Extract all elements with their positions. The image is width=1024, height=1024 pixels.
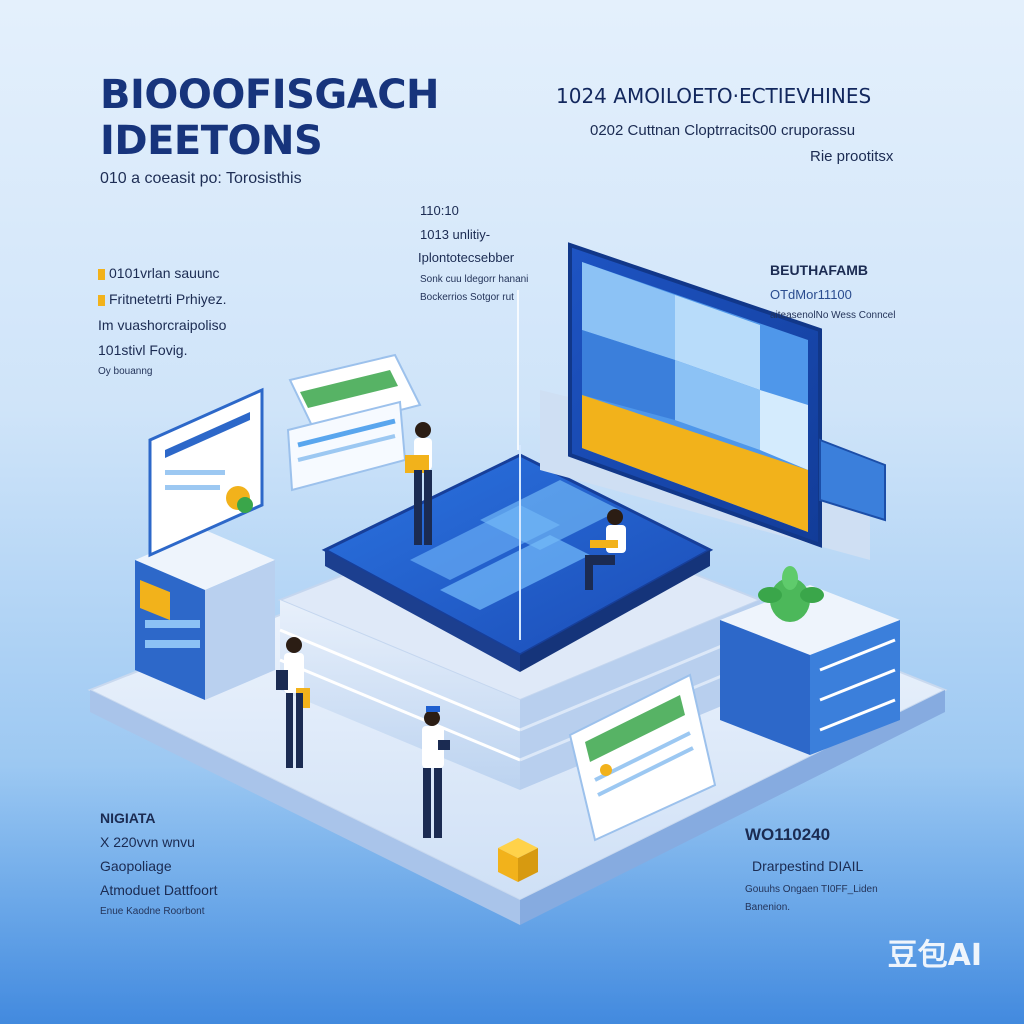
bottom-left-heading: NIGIATA bbox=[100, 810, 156, 826]
floor-document bbox=[568, 673, 717, 842]
bottom-left-line4: Enue Kaodne Roorbont bbox=[100, 906, 205, 917]
bullet-icon bbox=[98, 294, 105, 306]
person-figure bbox=[405, 422, 432, 545]
center-top-line3: Iplontotecsebber bbox=[418, 250, 515, 265]
right-server-rack bbox=[720, 585, 900, 755]
page-subtitle: 010 a coeasit po: Torosisthis bbox=[100, 170, 302, 187]
center-top-line2: 1013 unlitiy- bbox=[420, 227, 491, 242]
page-title: BIOOOFISGACH bbox=[100, 72, 440, 118]
bottom-right-line1: Drarpestind DIAIL bbox=[752, 858, 864, 874]
person-figure bbox=[422, 706, 450, 838]
right-mid-line2: aiteasenolNo Wess Conncel bbox=[770, 310, 896, 321]
plant-icon bbox=[758, 566, 824, 622]
left-mid-line2: Fritnetetrti Prhiyez. bbox=[98, 291, 226, 307]
large-monitor bbox=[540, 242, 886, 560]
left-mid-line1: 0101vrlan sauunc bbox=[98, 265, 220, 281]
person-figure bbox=[585, 509, 626, 590]
page-title-line2: IDEETONS bbox=[100, 118, 323, 164]
right-mid-heading: BEUTHAFAMB bbox=[770, 262, 868, 278]
watermark-logo: 豆包AI bbox=[887, 938, 982, 973]
left-mid-line3: Im vuashorcraipoliso bbox=[98, 317, 227, 333]
center-top-line1: 110:10 bbox=[420, 203, 459, 218]
center-top-line4: Sonk cuu ldegorr hanani bbox=[420, 274, 529, 285]
left-mid-line5: Oy bouanng bbox=[98, 366, 153, 377]
bottom-right-line3: Banenion. bbox=[745, 902, 791, 913]
bullet-icon bbox=[98, 268, 105, 280]
center-top-line5: Bockerrios Sotgor rut bbox=[420, 292, 514, 303]
bottom-left-line1: X 220vvn wnvu bbox=[100, 834, 195, 850]
chart-icon bbox=[286, 353, 422, 492]
bottom-left-line3: Atmoduet Dattfoort bbox=[100, 882, 218, 898]
right-mid-line1: OTdMor11100 bbox=[770, 287, 852, 302]
top-right-heading: 1024 AMOILOETO·ECTIEVHINES bbox=[556, 84, 872, 108]
document-icon bbox=[148, 387, 264, 558]
bottom-right-line2: Gouuhs Ongaen TI0FF_Liden bbox=[745, 884, 878, 895]
cube-icon bbox=[498, 838, 538, 882]
person-figure bbox=[276, 637, 310, 768]
left-server-tower bbox=[135, 530, 275, 700]
bottom-left-line2: Gaopoliage bbox=[100, 858, 172, 874]
top-right-line1: 0202 Cuttnan Cloptrracits00 cruporassu bbox=[590, 122, 856, 139]
left-mid-line4: 101stivl Fovig. bbox=[98, 342, 188, 358]
top-right-line2: Rie prootitsx bbox=[810, 148, 894, 165]
bottom-right-heading: WO110240 bbox=[745, 825, 831, 844]
